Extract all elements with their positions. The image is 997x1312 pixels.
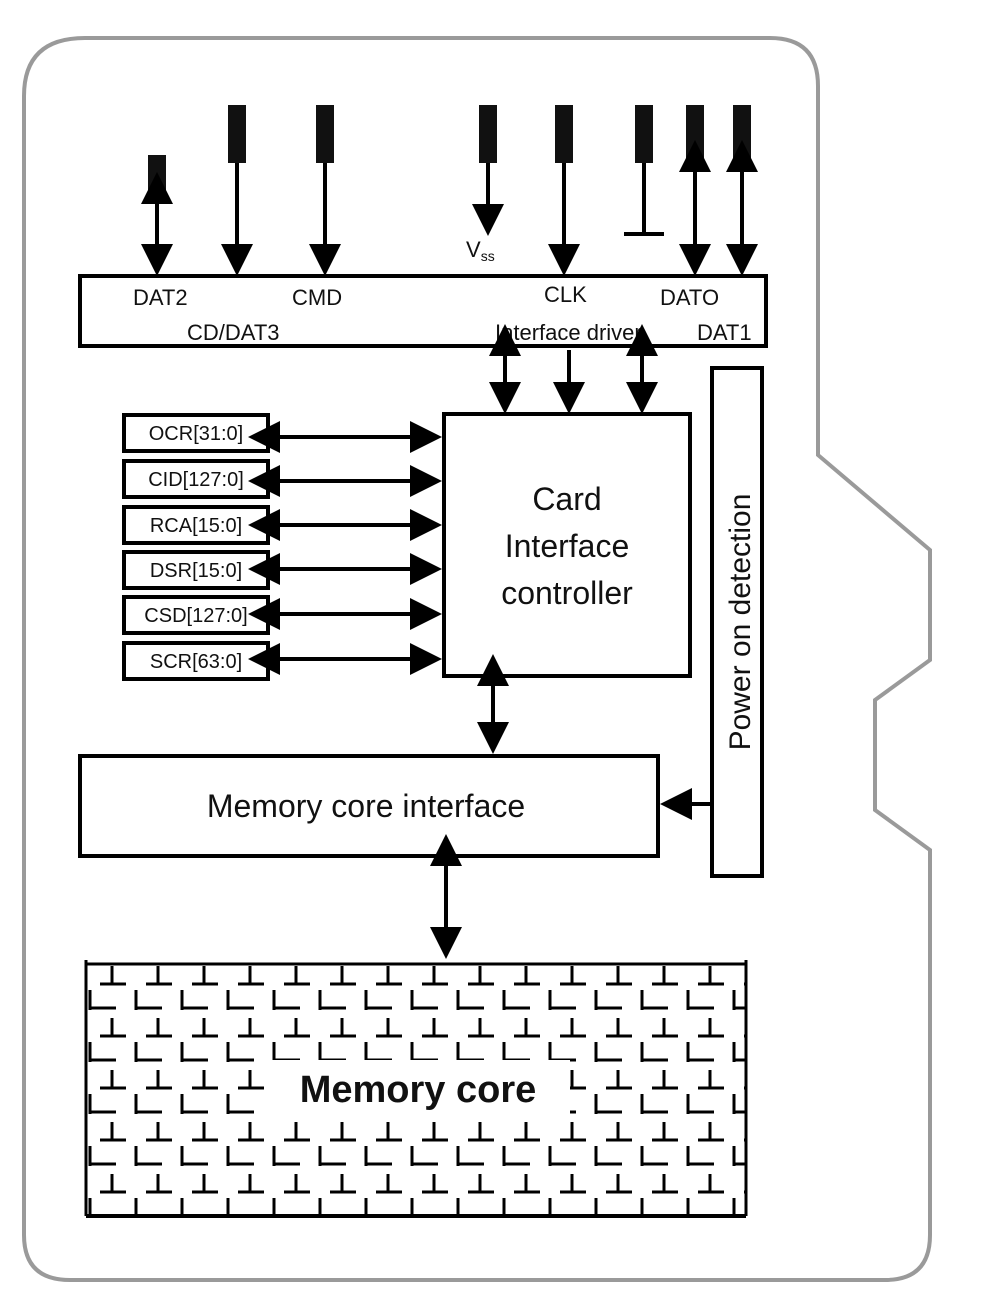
- register-label: RCA[15:0]: [150, 515, 242, 537]
- pin-cmd-contact: [316, 105, 334, 163]
- pin-dat1-contact: [733, 105, 751, 163]
- memory-core-interface-box: [78, 754, 660, 858]
- power-on-detection-box: [710, 366, 764, 878]
- register-cid: CID[127:0]: [122, 459, 270, 499]
- controller-label-line1: Card: [532, 481, 601, 517]
- pin-label-cmd: CMD: [292, 285, 342, 310]
- pin-label-cd-dat3: CD/DAT3: [187, 320, 280, 345]
- register-label: OCR[31:0]: [149, 423, 243, 445]
- controller-label-line2: Interface: [505, 528, 630, 564]
- pin-vss-contact: [479, 105, 497, 163]
- pin-label-dat2: DAT2: [133, 285, 188, 310]
- card-outline: [22, 36, 932, 1282]
- pin-clk-contact: [555, 105, 573, 163]
- pin-label-dat1: DAT1: [697, 320, 752, 345]
- interface-driver-label: Interface driver: [495, 320, 642, 345]
- memory-core-label: Memory core: [300, 1069, 537, 1111]
- register-ocr: OCR[31:0]: [122, 413, 270, 453]
- register-label: SCR[63:0]: [150, 651, 242, 673]
- pin-label-clk: CLK: [544, 282, 587, 307]
- pin-label-dat0: DATO: [660, 285, 719, 310]
- pin-label-vss: Vss: [466, 237, 495, 264]
- register-label: DSR[15:0]: [150, 560, 242, 582]
- memory-core-block: [84, 960, 748, 1218]
- pin-vdd-contact: [635, 105, 653, 163]
- register-csd: CSD[127:0]: [122, 595, 270, 635]
- card-interface-controller-box: [442, 412, 692, 678]
- memory-core-interface-label: Memory core interface: [207, 788, 525, 824]
- pin-cd-dat3-contact: [228, 105, 246, 163]
- register-rca: RCA[15:0]: [122, 505, 270, 545]
- pin-dat2-contact: [148, 155, 166, 197]
- controller-label-line3: controller: [501, 575, 633, 611]
- register-label: CID[127:0]: [148, 469, 244, 491]
- register-dsr: DSR[15:0]: [122, 550, 270, 590]
- power-on-detection-label: Power on detection: [724, 494, 757, 751]
- register-scr: SCR[63:0]: [122, 641, 270, 681]
- pin-dat0-contact: [686, 105, 704, 163]
- register-label: CSD[127:0]: [144, 605, 247, 627]
